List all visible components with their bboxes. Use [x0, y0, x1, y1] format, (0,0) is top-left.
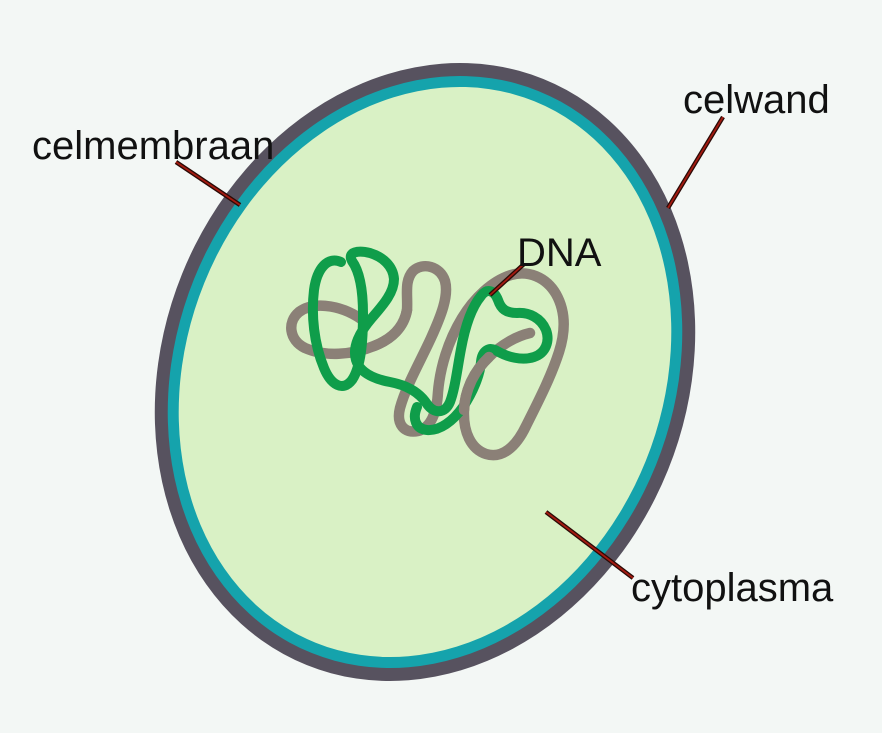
celwand-pointer-line-core — [667, 116, 724, 209]
dna-strand-green — [307, 246, 553, 436]
dna-strand-gray-overlap-2 — [458, 351, 495, 416]
cytoplasma-pointer-line-core — [545, 511, 634, 579]
cell-body — [154, 63, 696, 681]
celmembraan-pointer-line-core — [175, 161, 241, 206]
dna-strand-gray-overlap-1 — [368, 304, 413, 352]
cytoplasm-shape — [178, 86, 672, 658]
dna-pointer-line-core — [489, 263, 525, 296]
